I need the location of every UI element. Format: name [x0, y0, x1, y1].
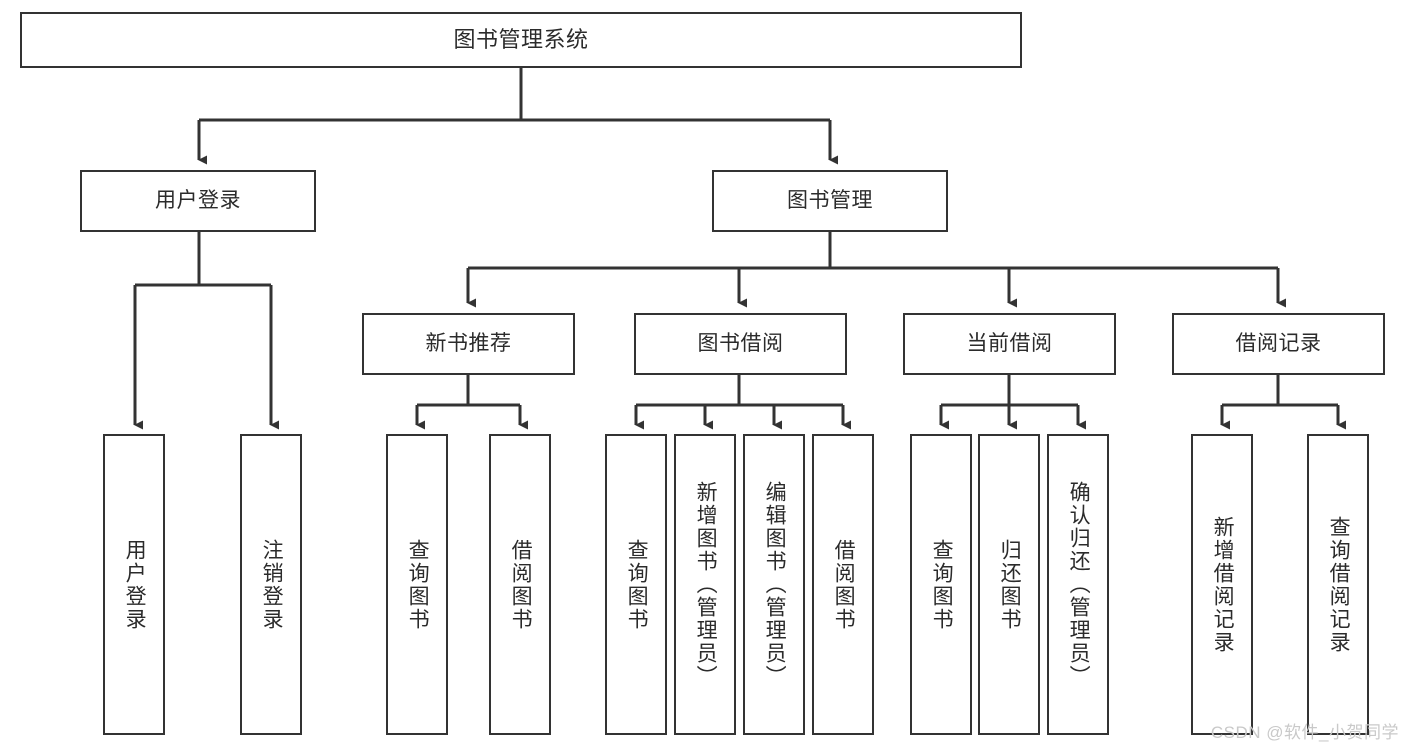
node-leaf-recommend-query-book[interactable]: 查询图书	[386, 434, 448, 735]
node-label: 查询图书	[406, 538, 430, 631]
node-label: 用户登录	[155, 189, 241, 213]
node-label: 新书推荐	[425, 332, 512, 356]
node-leaf-user-login-login[interactable]: 用户登录	[103, 434, 165, 735]
node-leaf-borrow-borrow-book[interactable]: 借阅图书	[812, 434, 874, 735]
node-label: 借阅图书	[832, 538, 856, 631]
node-leaf-borrow-query-book[interactable]: 查询图书	[605, 434, 667, 735]
node-leaf-current-query-book[interactable]: 查询图书	[910, 434, 972, 735]
node-book-management[interactable]: 图书管理	[712, 170, 948, 232]
node-borrow-record[interactable]: 借阅记录	[1172, 313, 1385, 375]
node-label: 查询图书	[625, 538, 649, 631]
node-label: 查询借阅记录	[1327, 515, 1351, 654]
node-label: 归还图书	[998, 538, 1022, 631]
node-book-borrow[interactable]: 图书借阅	[634, 313, 847, 375]
node-leaf-borrow-add-book-admin[interactable]: 新增图书（管理员）	[674, 434, 736, 735]
node-label: 用户登录	[123, 538, 147, 631]
node-label: 当前借阅	[966, 332, 1053, 356]
node-new-book-recommend[interactable]: 新书推荐	[362, 313, 575, 375]
node-root-book-management-system[interactable]: 图书管理系统	[20, 12, 1022, 68]
node-current-borrow[interactable]: 当前借阅	[903, 313, 1116, 375]
node-label: 确认归还（管理员）	[1067, 481, 1091, 688]
node-leaf-record-add-record[interactable]: 新增借阅记录	[1191, 434, 1253, 735]
node-label: 图书借阅	[697, 332, 784, 356]
node-leaf-user-login-logout[interactable]: 注销登录	[240, 434, 302, 735]
node-leaf-record-query-record[interactable]: 查询借阅记录	[1307, 434, 1369, 735]
node-user-login[interactable]: 用户登录	[80, 170, 316, 232]
node-leaf-recommend-borrow-book[interactable]: 借阅图书	[489, 434, 551, 735]
node-label: 编辑图书（管理员）	[763, 481, 787, 688]
node-label: 图书管理系统	[453, 26, 589, 52]
node-label: 注销登录	[260, 538, 284, 631]
node-label: 图书管理	[787, 189, 873, 213]
node-label: 借阅记录	[1235, 332, 1322, 356]
node-label: 借阅图书	[509, 538, 533, 631]
node-leaf-borrow-edit-book-admin[interactable]: 编辑图书（管理员）	[743, 434, 805, 735]
node-label: 查询图书	[930, 538, 954, 631]
node-label: 新增借阅记录	[1211, 515, 1235, 654]
node-leaf-current-confirm-return-admin[interactable]: 确认归还（管理员）	[1047, 434, 1109, 735]
node-leaf-current-return-book[interactable]: 归还图书	[978, 434, 1040, 735]
node-label: 新增图书（管理员）	[694, 481, 718, 688]
